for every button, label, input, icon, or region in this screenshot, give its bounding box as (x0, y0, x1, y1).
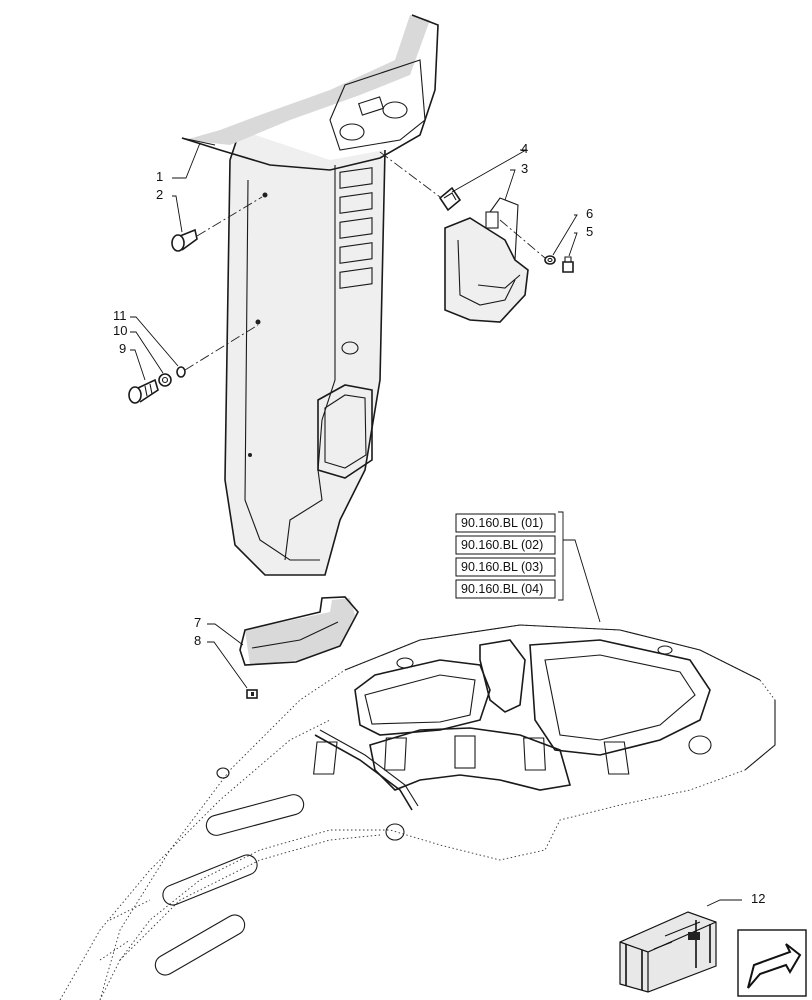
callout-5: 5 (586, 224, 593, 239)
callout-labels: 1 2 3 4 5 6 7 8 9 10 11 12 (113, 141, 765, 906)
pillar-trim (181, 14, 439, 576)
seal-strip (314, 734, 413, 811)
bolt-assembly (128, 366, 186, 404)
callout-4: 4 (521, 141, 528, 156)
callout-2: 2 (156, 187, 163, 202)
parts-box-icon (619, 911, 717, 993)
screw-part (562, 256, 574, 273)
center-vent (479, 639, 526, 713)
callout-1: 1 (156, 169, 163, 184)
reference-link-03[interactable]: 90.160.BL (03) (455, 557, 556, 577)
reference-link-04[interactable]: 90.160.BL (04) (455, 579, 556, 599)
small-clip (246, 689, 258, 699)
reference-label-01: 90.160.BL (01) (461, 516, 543, 530)
bolt-part (171, 228, 198, 252)
reference-link-02[interactable]: 90.160.BL (02) (455, 535, 556, 555)
reference-link-01[interactable]: 90.160.BL (01) (455, 513, 556, 533)
clip-part (438, 186, 462, 212)
leader-lines (130, 142, 742, 907)
callout-11: 11 (113, 308, 127, 323)
right-cavity (529, 639, 711, 756)
assembly-lines (184, 151, 546, 371)
callout-9: 9 (119, 341, 126, 356)
callout-12: 12 (751, 891, 765, 906)
next-page-arrow-icon[interactable] (737, 929, 807, 997)
reference-label-04: 90.160.BL (04) (461, 582, 543, 596)
reference-label-03: 90.160.BL (03) (461, 560, 543, 574)
storage-pocket (444, 197, 529, 323)
reference-list: 90.160.BL (01) 90.160.BL (02) 90.160.BL … (455, 511, 564, 601)
callout-6: 6 (586, 206, 593, 221)
callout-8: 8 (194, 633, 201, 648)
washer-part (544, 255, 556, 265)
gasket-part (239, 596, 359, 666)
roof-panel (59, 624, 776, 1000)
callout-3: 3 (521, 161, 528, 176)
reference-label-02: 90.160.BL (02) (461, 538, 543, 552)
callout-10: 10 (113, 323, 127, 338)
callout-7: 7 (194, 615, 201, 630)
switch-bank (369, 727, 572, 791)
